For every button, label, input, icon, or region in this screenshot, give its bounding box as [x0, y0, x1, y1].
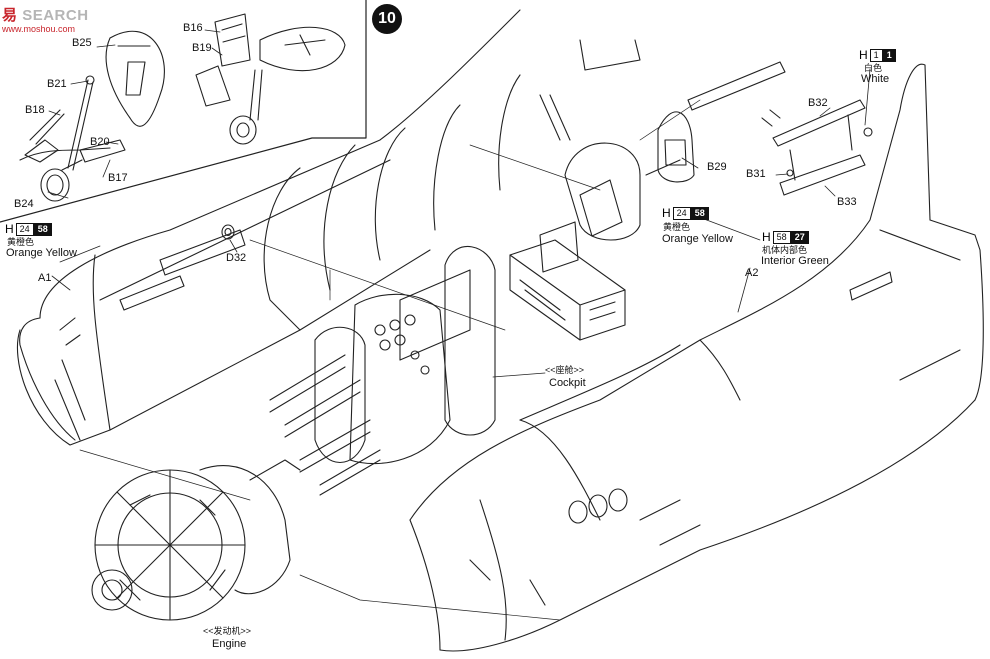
leader-lines [47, 29, 871, 378]
paint-code-secondary: 58 [690, 206, 709, 220]
label-b18: B18 [25, 104, 45, 116]
label-b21: B21 [47, 78, 67, 90]
main-gear-strut [19, 75, 126, 202]
label-b20: B20 [90, 136, 110, 148]
step-number: 10 [372, 4, 402, 34]
label-b17: B17 [108, 172, 128, 184]
label-b32: B32 [808, 97, 828, 109]
paint-prefix: H [662, 206, 671, 220]
paint-name-cn-orange-yellow-left: 黄橙色 [7, 237, 35, 247]
paint-code-primary: 58 [772, 230, 791, 244]
watermark-text: SEARCH [22, 7, 89, 24]
gear-door-b25 [105, 30, 165, 127]
paint-code-orange-yellow-left: H 24 58 [5, 222, 52, 236]
watermark-logo-mark: 易 [2, 7, 18, 24]
dashed-guides [79, 99, 761, 621]
paint-name-cn-interior-green: 机体内部色 [762, 245, 808, 255]
fuselage-half-a2 [409, 63, 984, 652]
rail-parts [687, 61, 873, 196]
paint-code-white: H 1 1 [859, 48, 896, 62]
cockpit-title-en: Cockpit [549, 377, 586, 389]
paint-code-interior-green: H 58 27 [762, 230, 809, 244]
radial-engine [91, 459, 301, 621]
paint-code-primary: 1 [869, 48, 883, 62]
paint-code-primary: 24 [672, 206, 691, 220]
label-b19: B19 [192, 42, 212, 54]
cockpit-title-cn: <<座舱>> [545, 365, 585, 375]
label-b29: B29 [707, 161, 727, 173]
paint-name-en-orange-yellow-right: Orange Yellow [662, 233, 733, 245]
fuselage-half-a1 [16, 9, 641, 446]
label-d32: D32 [226, 252, 247, 264]
engine-title-en: Engine [212, 638, 247, 650]
paint-name-en-white: White [861, 73, 890, 85]
label-b33: B33 [837, 196, 857, 208]
label-b24: B24 [14, 198, 34, 210]
paint-name-cn-white: 白色 [864, 63, 883, 73]
label-b31: B31 [746, 168, 766, 180]
part-d32 [221, 224, 235, 240]
paint-code-orange-yellow-right: H 24 58 [662, 206, 709, 220]
paint-name-cn-orange-yellow-right: 黄橙色 [663, 222, 691, 232]
bulkhead-b29 [564, 111, 695, 241]
engine-title-cn: <<发动机>> [203, 626, 252, 636]
label-a2: A2 [745, 267, 759, 279]
paint-prefix: H [859, 48, 868, 62]
landing-gear-inset [0, 0, 367, 223]
label-b16: B16 [183, 22, 203, 34]
label-b25: B25 [72, 37, 92, 49]
paint-code-secondary: 58 [33, 222, 52, 236]
label-a1: A1 [38, 272, 52, 284]
paint-code-primary: 24 [15, 222, 34, 236]
paint-code-secondary: 27 [790, 230, 809, 244]
paint-prefix: H [762, 230, 771, 244]
tail-gear-inset [195, 13, 346, 145]
watermark-url: www.moshou.com [2, 24, 76, 34]
paint-name-en-orange-yellow-left: Orange Yellow [6, 247, 77, 259]
paint-code-secondary: 1 [882, 48, 896, 62]
cockpit-assembly [269, 246, 496, 496]
watermark-logo: 易 SEARCH [2, 4, 89, 25]
paint-name-en-interior-green: Interior Green [761, 255, 829, 267]
paint-prefix: H [5, 222, 14, 236]
radio-box [509, 221, 626, 341]
